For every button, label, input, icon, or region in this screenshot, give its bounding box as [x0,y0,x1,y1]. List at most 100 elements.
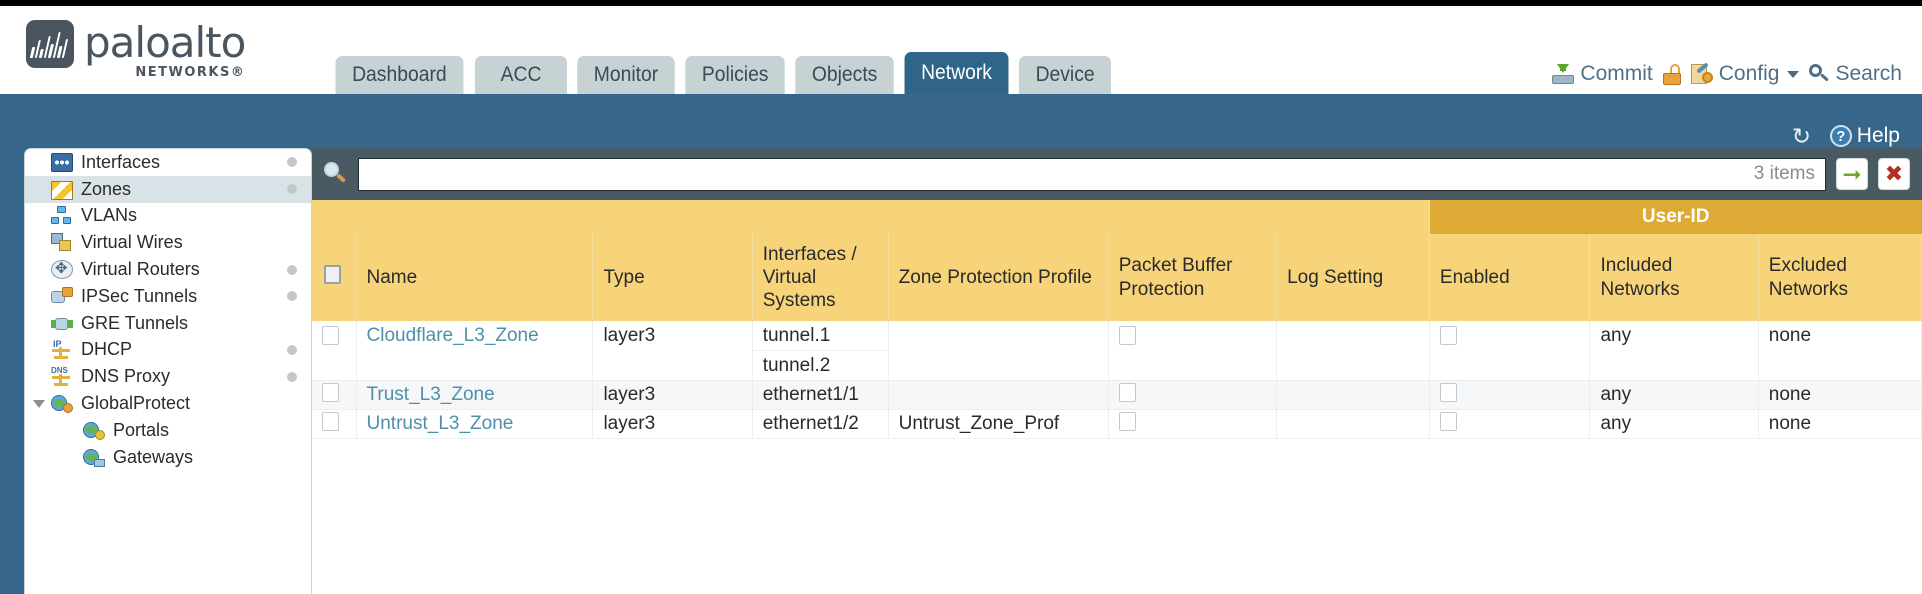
sidebar-item-label: GRE Tunnels [81,312,189,333]
row-checkbox[interactable] [322,411,339,431]
zone-name-link[interactable]: Cloudflare_L3_Zone [366,325,539,346]
tab-device[interactable]: Device [1019,56,1112,94]
column-header-enabled[interactable]: Enabled [1429,234,1591,321]
sidebar-item-ipsec-tunnels[interactable]: IPSec Tunnels [25,283,311,310]
table-row[interactable]: Untrust_L3_Zone layer3 ethernet1/2 Untru… [312,409,1922,439]
cell-name[interactable]: Cloudflare_L3_Zone [356,321,594,381]
sidebar-item-zones[interactable]: Zones [25,175,311,203]
cell-excluded-networks: none [1758,409,1922,439]
clear-filter-button[interactable]: ✖ [1878,158,1910,190]
green-arrow-icon: ➞ [1842,160,1862,187]
cell-log-setting [1276,380,1430,410]
tab-dashboard[interactable]: Dashboard [335,56,464,94]
column-header-log-setting[interactable]: Log Setting [1276,234,1430,321]
help-row: ↻ ? Help [1792,124,1900,148]
row-select-cell[interactable] [312,321,357,381]
column-header-name[interactable]: Name [356,234,594,321]
cell-packet-buffer-protection[interactable] [1108,380,1278,410]
apply-filter-button[interactable]: ➞ [1836,158,1868,190]
sidebar-item-gre-tunnels[interactable]: GRE Tunnels [25,310,311,337]
sidebar-item-label: Virtual Wires [81,232,183,253]
cell-included-networks: any [1589,380,1759,410]
sidebar-item-vlans[interactable]: VLANs [25,203,311,230]
expander-triangle-icon[interactable] [33,399,45,408]
cell-log-setting [1276,409,1430,439]
column-header-interfaces[interactable]: Interfaces / Virtual Systems [752,234,889,321]
cell-name[interactable]: Trust_L3_Zone [356,380,594,410]
column-header-zone-protection[interactable]: Zone Protection Profile [888,234,1109,321]
sidebar-item-virtual-wires[interactable]: Virtual Wires [25,229,311,256]
brand-logo[interactable]: paloalto NETWORKS® [26,20,246,79]
network-sidebar: Interfaces Zones VLANs Virtual Wires Vir [24,148,312,594]
sidebar-item-interfaces[interactable]: Interfaces [25,149,311,176]
row-select-cell[interactable] [312,409,357,439]
tab-policies[interactable]: Policies [685,56,785,94]
sidebar-item-label: Virtual Routers [81,259,200,280]
sidebar-item-label: Interfaces [81,151,161,172]
virtual-routers-icon [51,259,73,280]
column-header-included-networks[interactable]: Included Networks [1589,234,1759,321]
help-button[interactable]: ? Help [1829,124,1900,148]
sidebar-item-label: Zones [81,178,132,199]
packet-buffer-checkbox[interactable] [1118,382,1136,402]
sidebar-item-globalprotect[interactable]: GlobalProtect [25,390,311,417]
sidebar-item-virtual-routers[interactable]: Virtual Routers [25,256,311,283]
table-row[interactable]: Cloudflare_L3_Zone layer3 tunnel.1 [312,321,1922,381]
status-dot [287,184,297,195]
table-header-row: Name Type Interfaces / Virtual Systems Z… [312,234,1922,321]
column-header-excluded-networks[interactable]: Excluded Networks [1758,234,1922,321]
padlock-unlocked-icon [1662,63,1681,85]
packet-buffer-checkbox[interactable] [1118,326,1136,345]
cell-userid-enabled[interactable] [1429,380,1591,410]
search-button[interactable]: Search [1809,62,1902,86]
cell-excluded-networks: none [1758,321,1922,381]
tab-monitor[interactable]: Monitor [576,56,675,94]
search-icon[interactable] [324,162,348,186]
cell-packet-buffer-protection[interactable] [1108,409,1278,439]
blue-toolbar: ↻ ? Help [0,94,1922,149]
sidebar-item-portals[interactable]: Portals [25,417,311,444]
sidebar-item-gateways[interactable]: Gateways [25,444,311,471]
cell-zone-protection-profile [888,380,1109,410]
zone-name-link[interactable]: Untrust_L3_Zone [366,413,514,434]
refresh-icon[interactable]: ↻ [1791,123,1812,149]
select-all-checkbox[interactable] [324,264,341,284]
table-row-continuation: tunnel.2 [312,350,1922,381]
sidebar-item-dhcp[interactable]: IP DHCP [25,337,311,364]
packet-buffer-checkbox[interactable] [1118,411,1136,431]
tab-objects[interactable]: Objects [795,56,895,94]
help-question-icon: ? [1829,125,1852,147]
sidebar-item-label: IPSec Tunnels [81,285,198,306]
config-menu[interactable]: Config [1690,62,1800,86]
cell-userid-enabled[interactable] [1429,321,1591,381]
config-lock-button[interactable] [1662,63,1681,85]
status-dot [287,371,297,382]
zones-table: User-ID Name Type Interfaces / Virtual S… [312,200,1922,439]
sidebar-item-label: Gateways [113,446,194,467]
sidebar-item-label: GlobalProtect [81,393,191,414]
userid-enabled-checkbox[interactable] [1439,382,1457,402]
cell-name[interactable]: Untrust_L3_Zone [356,409,594,439]
chevron-down-icon [1787,70,1800,78]
select-all-header[interactable] [312,234,357,321]
search-input[interactable]: 3 items [358,157,1826,191]
cell-userid-enabled[interactable] [1429,409,1591,439]
row-checkbox[interactable] [322,382,339,402]
userid-enabled-checkbox[interactable] [1439,411,1457,431]
tab-acc[interactable]: ACC [474,56,567,94]
row-select-cell[interactable] [312,380,357,410]
userid-enabled-checkbox[interactable] [1439,326,1457,345]
row-checkbox[interactable] [322,326,339,345]
zones-icon [51,180,73,200]
sidebar-item-label: DNS Proxy [81,366,171,387]
commit-button[interactable]: Commit [1552,62,1653,86]
dhcp-icon: IP [51,339,73,360]
zone-name-link[interactable]: Trust_L3_Zone [366,384,495,405]
sidebar-item-dns-proxy[interactable]: DNS DNS Proxy [25,363,311,390]
cell-packet-buffer-protection[interactable] [1108,321,1278,381]
tab-network[interactable]: Network [904,52,1009,94]
table-row[interactable]: Trust_L3_Zone layer3 ethernet1/1 any non… [312,380,1922,410]
sidebar-item-label: DHCP [81,339,133,360]
column-header-packet-buffer[interactable]: Packet Buffer Protection [1108,234,1278,321]
column-header-type[interactable]: Type [592,234,753,321]
